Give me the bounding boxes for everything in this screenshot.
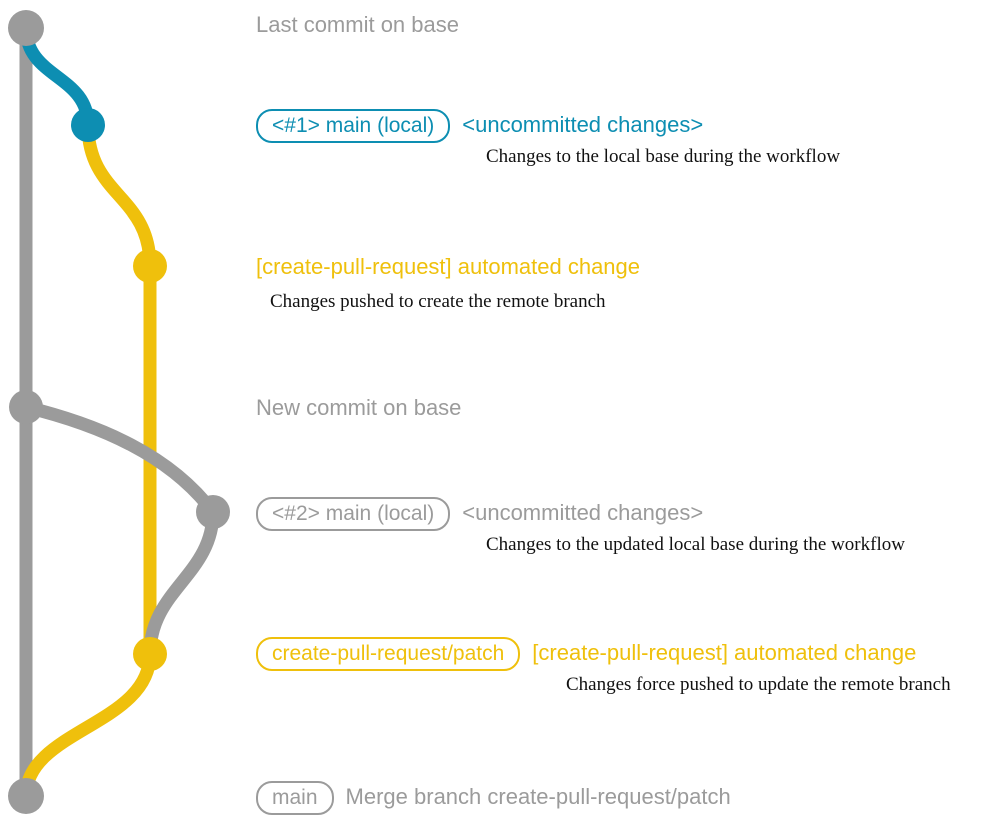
branch-tag-main-local-2[interactable]: <#2> main (local) <box>256 497 451 531</box>
commit-row-new-base: New commit on base <box>256 397 461 419</box>
commit-subject: New commit on base <box>256 395 462 420</box>
edge-base-to-main-local-updated <box>19 400 220 519</box>
commit-node-main-local-1 <box>71 108 105 142</box>
commit-row-main-local-1: <#1> main (local) <uncommitted changes> <box>256 109 703 143</box>
commit-note-automated-2: Changes force pushed to update the remot… <box>566 674 951 695</box>
commit-subject: Last commit on base <box>256 12 459 37</box>
commit-node-last-base <box>8 10 44 46</box>
commit-note-main-local-2: Changes to the updated local base during… <box>486 534 905 555</box>
branch-tag-main-local-1[interactable]: <#1> main (local) <box>256 109 451 143</box>
commit-row-automated-2: create-pull-request/patch [create-pull-r… <box>256 637 916 671</box>
edge-cpr-to-merge <box>19 647 157 803</box>
commit-row-main-local-2: <#2> main (local) <uncommitted changes> <box>256 497 703 531</box>
commit-subject: [create-pull-request] automated change <box>256 254 641 279</box>
commit-node-main-local-2 <box>196 495 230 529</box>
commit-note-automated-1: Changes pushed to create the remote bran… <box>270 291 606 312</box>
commit-row-merge: main Merge branch create-pull-request/pa… <box>256 781 731 815</box>
commit-node-automated-2 <box>133 637 167 671</box>
edge-main-local-updated-to-cpr <box>143 505 220 661</box>
commit-node-new-base <box>9 390 43 424</box>
commit-subject: <uncommitted changes> <box>462 112 704 137</box>
commit-subject: Merge branch create-pull-request/patch <box>345 784 731 809</box>
edge-main-local-to-cpr <box>81 118 157 273</box>
branch-tag-main[interactable]: main <box>256 781 334 815</box>
commit-row-last-base: Last commit on base <box>256 14 459 36</box>
commit-note-main-local-1: Changes to the local base during the wor… <box>486 146 841 167</box>
branch-tag-cpr-patch[interactable]: create-pull-request/patch <box>256 637 521 671</box>
commit-subject: <uncommitted changes> <box>462 500 704 525</box>
commit-row-automated-1: [create-pull-request] automated change <box>256 256 640 278</box>
commit-nodes <box>8 10 230 814</box>
commit-node-merge <box>8 778 44 814</box>
commit-subject: [create-pull-request] automated change <box>532 640 917 665</box>
commit-node-automated-1 <box>133 249 167 283</box>
